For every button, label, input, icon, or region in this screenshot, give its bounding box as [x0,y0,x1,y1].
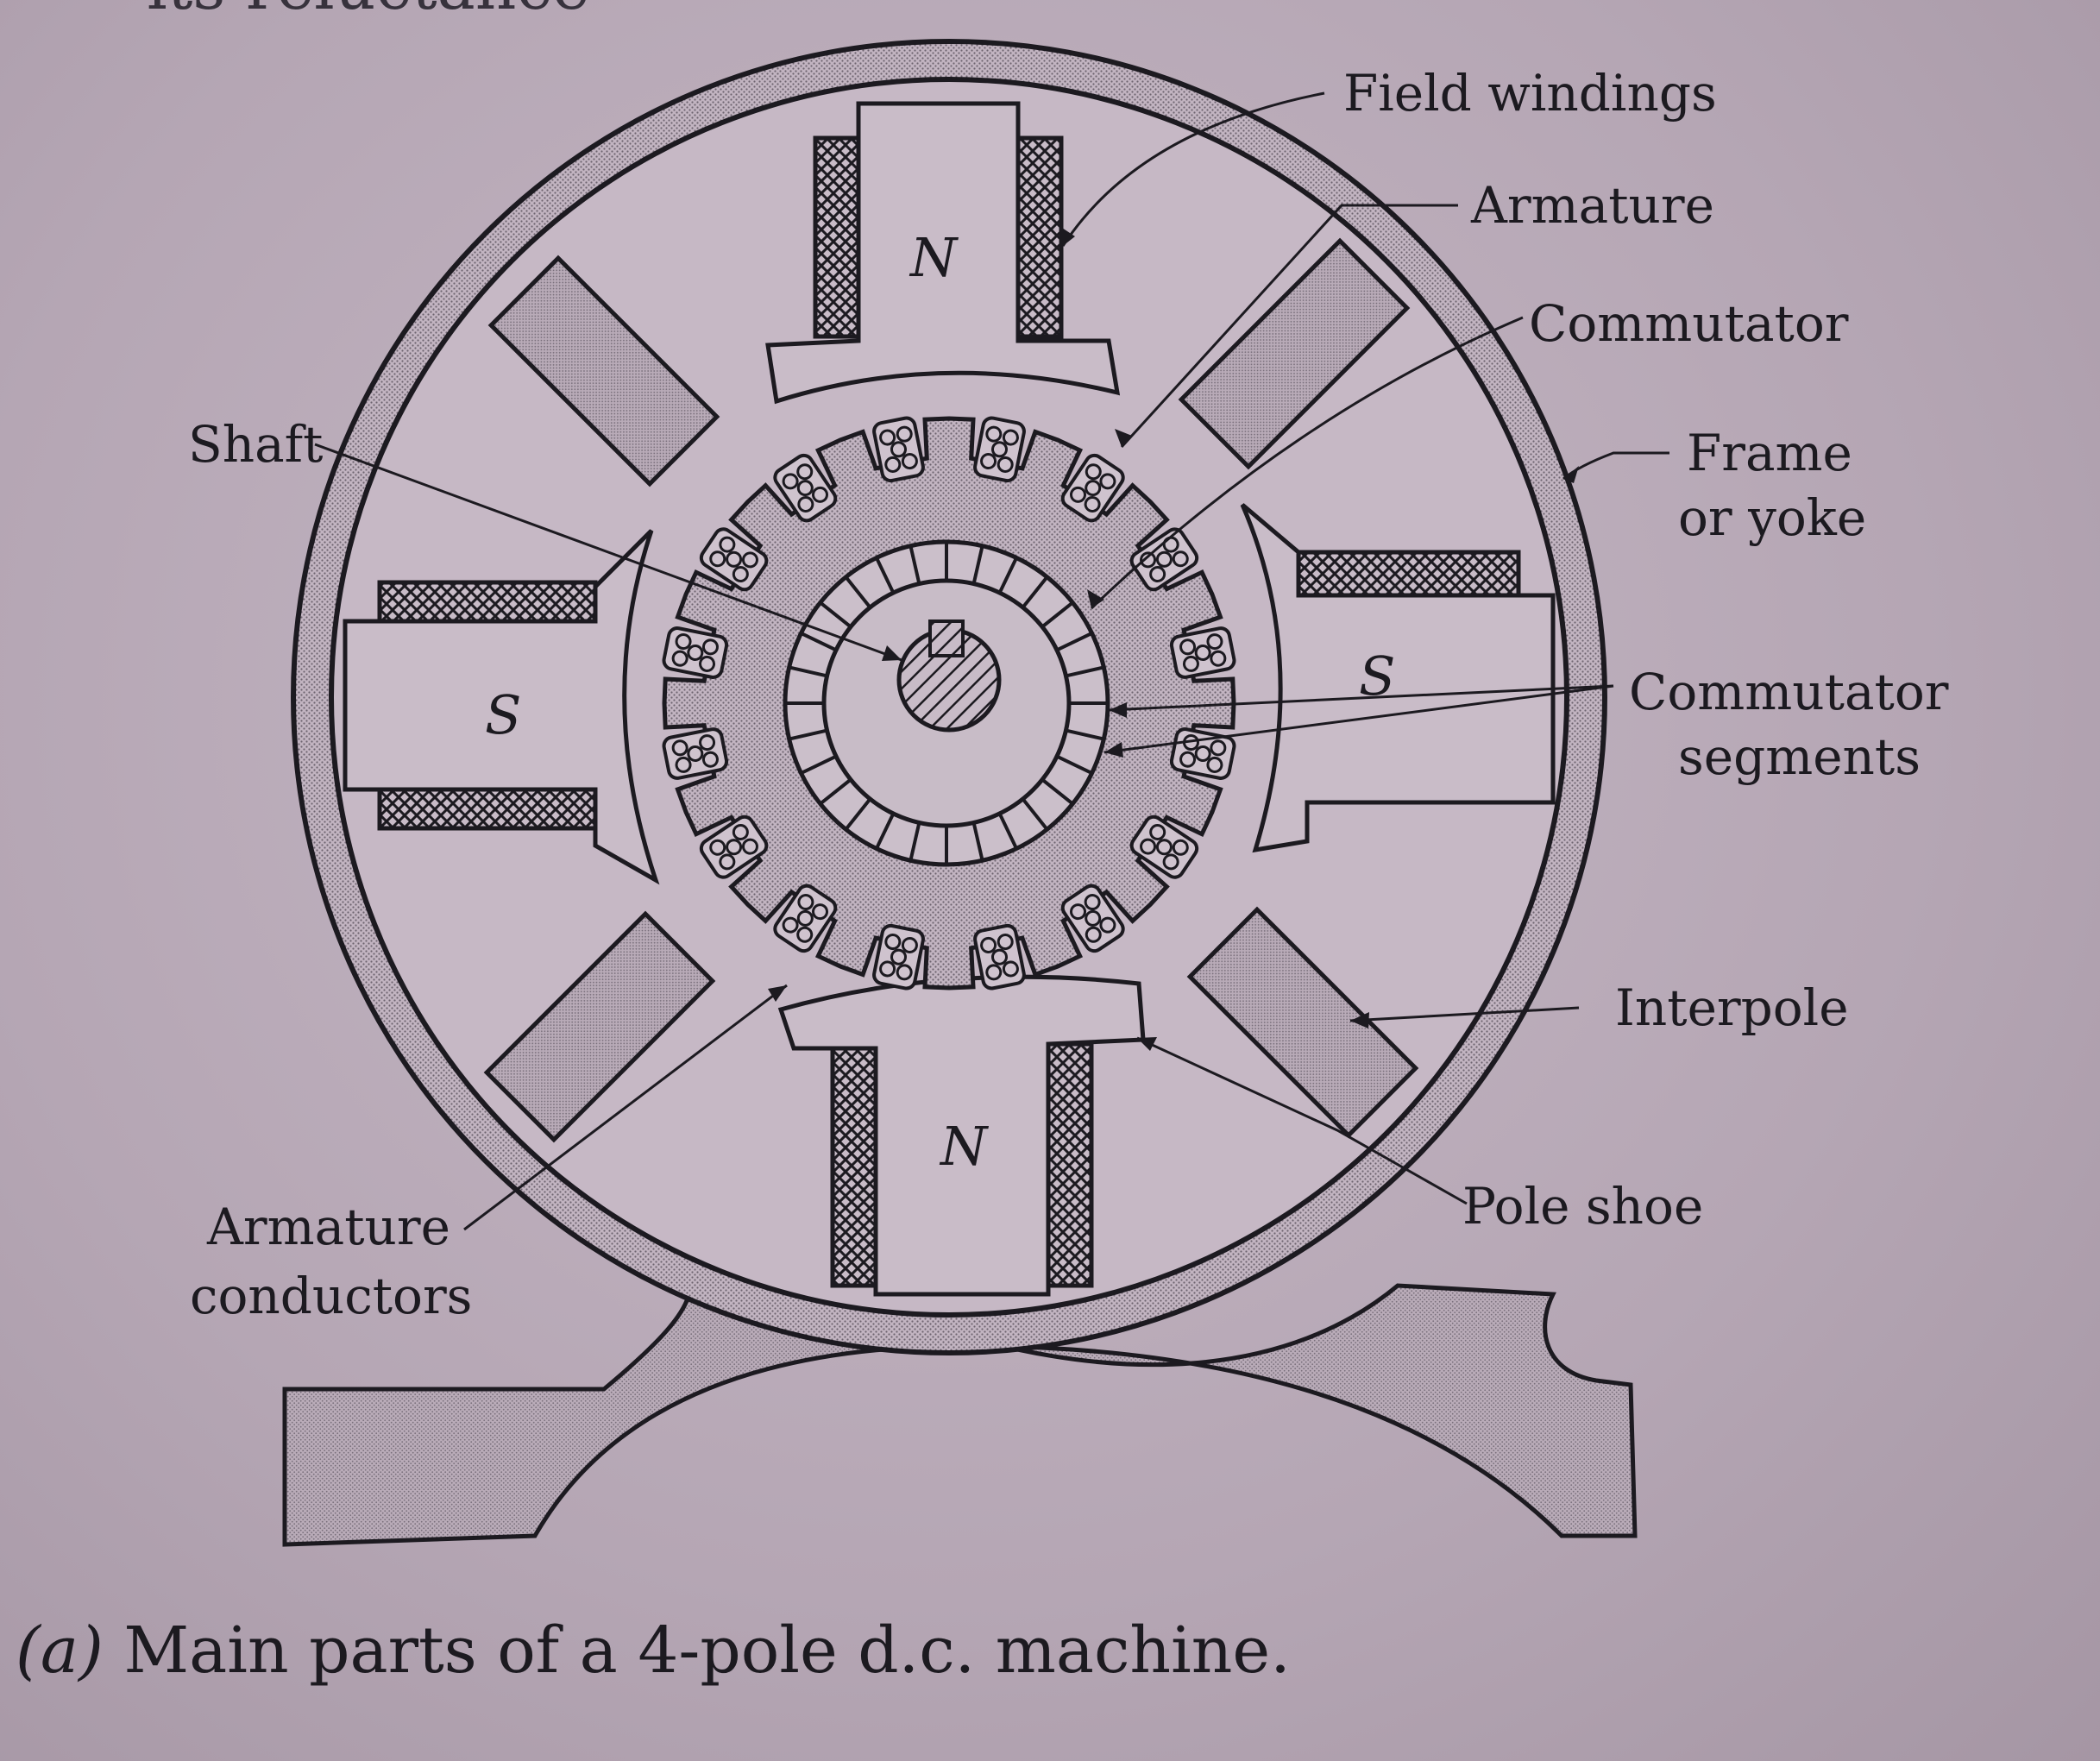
commutator-segment-divider [875,813,896,850]
armature-conductor [871,414,927,484]
label-commutator-segments-1: Commutator [1629,663,1949,721]
armature-conductor [871,922,927,992]
field-pole-bottom [777,974,1146,1297]
commutator-segment-divider [1041,777,1074,806]
commutator-segment-divider [875,557,896,594]
label-frame-yoke: or yoke [1678,488,1866,547]
cut-off-text: its reluctance [147,0,590,24]
pole-label-bottom: N [939,1115,990,1178]
commutator-segment-divider [909,821,921,861]
commutator-segment-divider [819,601,852,629]
commutator-segment-divider [1065,665,1104,678]
commutator-segment-divider [844,797,872,831]
commutator-segment-divider [971,545,984,585]
interpoles [483,237,1419,1143]
label-commutator-segments-2: segments [1678,727,1921,786]
field-pole-top [765,101,1121,405]
commutator-segment-divider [909,545,921,585]
commutator-segment-divider [971,821,984,861]
caption-text: Main parts of a 4-pole d.c. machine. [103,1613,1291,1688]
commutator-segment-divider [789,728,828,741]
label-armature-conductors-2: conductors [190,1267,472,1325]
caption-tag: (a) [16,1613,104,1688]
commutator-segment-divider [1056,632,1093,652]
commutator-segment-divider [800,632,837,652]
armature-conductor [660,726,730,782]
commutator-segment-divider [1056,754,1093,775]
label-commutator: Commutator [1529,294,1849,353]
commutator-segment-divider [800,754,837,775]
commutator-segment-divider [789,665,828,678]
field-pole-right [1240,503,1556,853]
armature-conductor [971,922,1028,992]
field-pole-left [343,529,660,885]
commutator-segment-divider [1041,601,1074,629]
commutator-segment-divider [997,813,1018,850]
commutator-segment-divider [1021,797,1049,831]
label-armature: Armature [1470,176,1714,235]
commutator-segment-divider [819,777,852,806]
label-field-windings: Field windings [1343,64,1717,123]
shaft [896,619,1002,733]
commutator-segment-divider [1065,728,1104,741]
label-frame: Frame [1687,424,1852,482]
arrowheads [768,226,1579,1051]
figure-caption: (a) Main parts of a 4-pole d.c. machine. [16,1613,1291,1688]
label-interpole: Interpole [1615,978,1849,1037]
armature-conductor [1168,625,1238,681]
armature-conductor [971,414,1028,484]
armature-conductor [660,625,730,681]
pole-label-left: S [485,683,521,746]
commutator-segment-divider [844,575,872,609]
pole-label-top: N [909,226,959,289]
commutator-segment-divider [997,557,1018,594]
label-armature-conductors-1: Armature [206,1198,450,1256]
commutator-segment-divider [1021,575,1049,609]
leader-lines [314,91,1669,1231]
label-shaft: Shaft [188,415,323,474]
label-pole-shoe: Pole shoe [1462,1177,1703,1236]
